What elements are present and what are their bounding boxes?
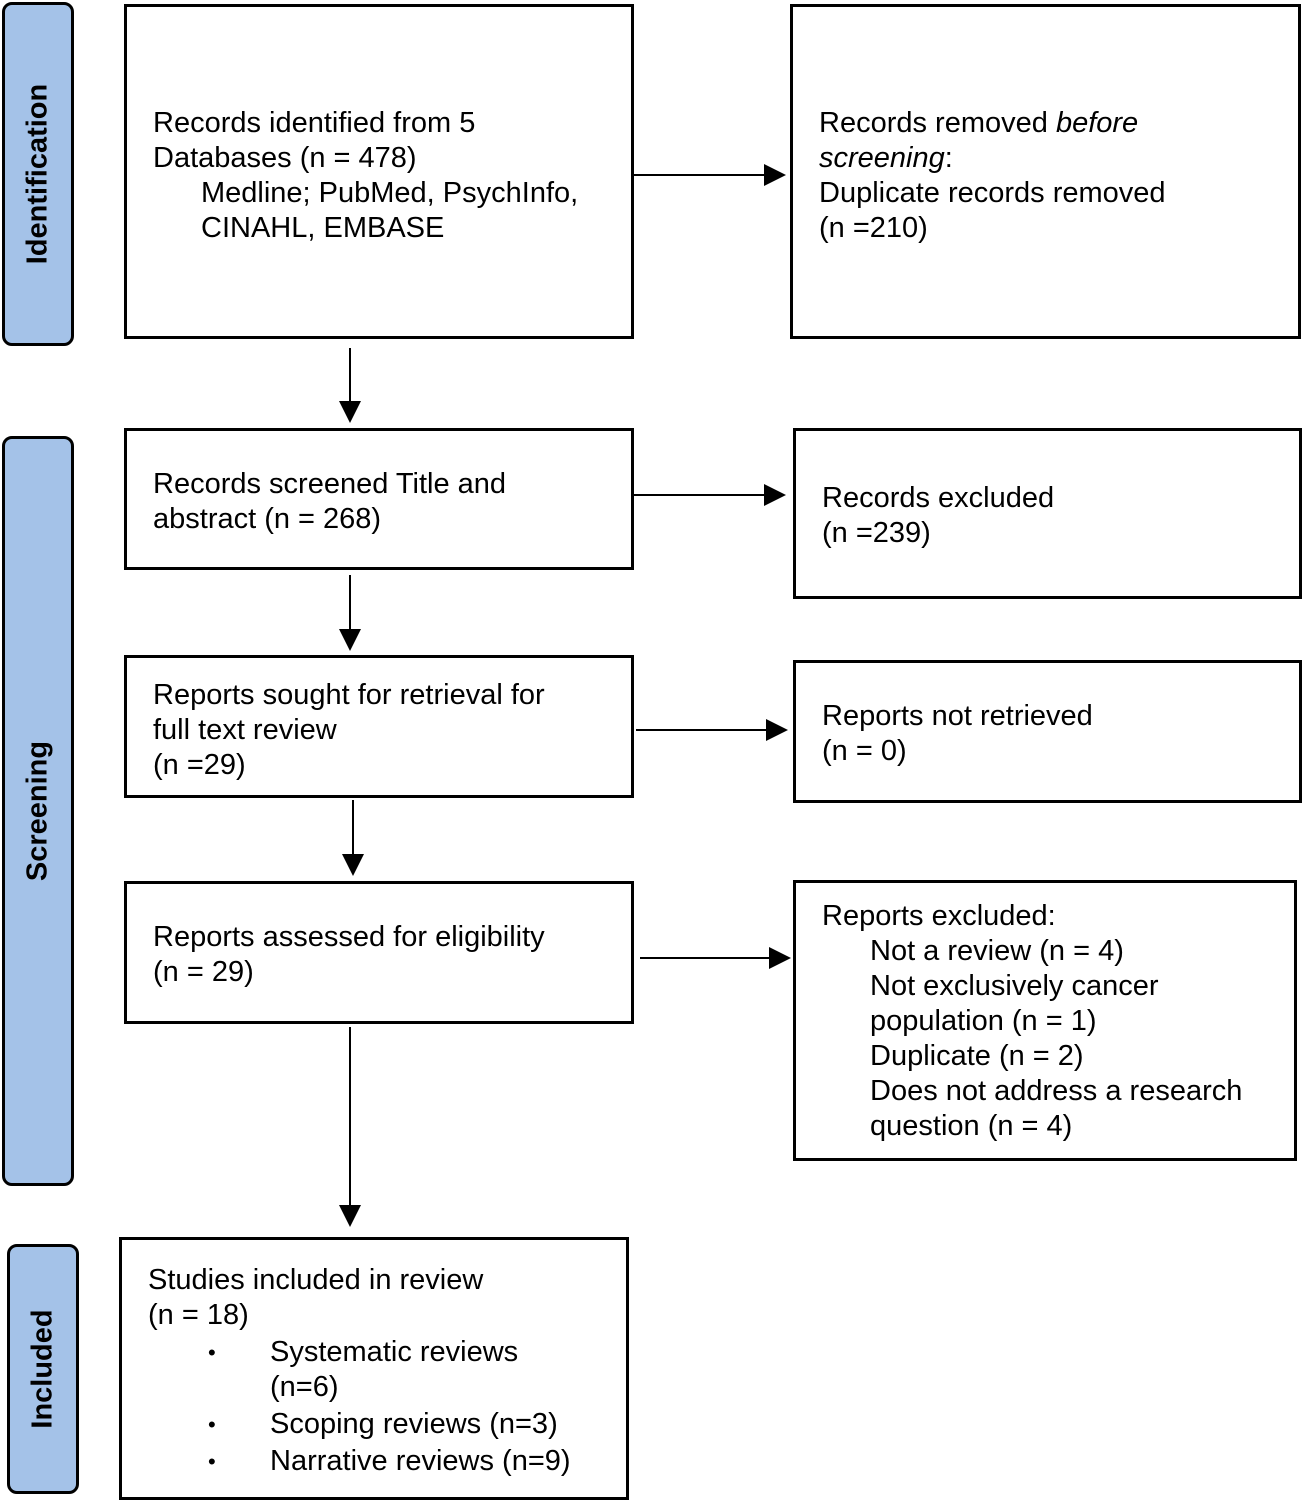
reports-assessed-line: Reports assessed for eligibility bbox=[153, 921, 545, 953]
records-excluded-box: Records excluded (n =239) bbox=[793, 428, 1302, 599]
studies-included-line: Studies included in review bbox=[148, 1264, 484, 1296]
records-screened-count: abstract (n = 268) bbox=[153, 503, 382, 535]
records-identified-box: Records identified from 5 Databases (n =… bbox=[124, 4, 634, 339]
databases-list-line: CINAHL, EMBASE bbox=[201, 212, 445, 244]
arrowhead bbox=[764, 164, 786, 186]
reports-sought-line: full text review bbox=[153, 714, 337, 746]
arrowhead bbox=[764, 484, 786, 506]
studies-included-count: (n = 18) bbox=[148, 1299, 249, 1331]
bullet-systematic-count: (n=6) bbox=[270, 1371, 339, 1403]
arrowhead bbox=[342, 854, 364, 876]
reports-sought-line: Reports sought for retrieval for bbox=[153, 679, 545, 711]
exclusion-reason: question (n = 4) bbox=[870, 1110, 1073, 1142]
phase-screening: Screening bbox=[2, 436, 74, 1186]
exclusion-reason: population (n = 1) bbox=[870, 1005, 1097, 1037]
reports-not-retrieved-count: (n = 0) bbox=[822, 735, 907, 767]
bullet-dot: • bbox=[208, 1449, 216, 1474]
records-excluded-line: Records excluded bbox=[822, 482, 1055, 514]
reports-sought-box: Reports sought for retrieval for full te… bbox=[124, 655, 634, 798]
bullet-scoping-label: Scoping reviews (n=3) bbox=[270, 1408, 558, 1440]
arrowhead bbox=[339, 401, 361, 423]
duplicate-records-count: (n =210) bbox=[819, 212, 928, 244]
reports-sought-count: (n =29) bbox=[153, 749, 246, 781]
exclusion-reason: Does not address a research bbox=[870, 1075, 1243, 1107]
reports-excluded-box: Reports excluded: Not a review (n = 4) N… bbox=[793, 880, 1297, 1161]
arrowhead bbox=[766, 719, 788, 741]
arrowhead bbox=[339, 629, 361, 651]
bullet-dot: • bbox=[208, 1340, 216, 1365]
reports-not-retrieved-box: Reports not retrieved (n = 0) bbox=[793, 660, 1302, 803]
reports-assessed-count: (n = 29) bbox=[153, 956, 254, 988]
studies-included-box: Studies included in review (n = 18) • Sy… bbox=[119, 1237, 629, 1500]
bullet-narrative-label: Narrative reviews (n=9) bbox=[270, 1445, 571, 1477]
reports-excluded-title: Reports excluded: bbox=[822, 900, 1056, 932]
arrowhead bbox=[339, 1205, 361, 1227]
bullet-narrative: • Narrative reviews (n=9) bbox=[148, 1444, 626, 1479]
records-identified-count: Databases (n = 478) bbox=[153, 142, 417, 174]
records-removed-line: Records removed before bbox=[819, 107, 1139, 139]
reports-not-retrieved-line: Reports not retrieved bbox=[822, 700, 1093, 732]
records-excluded-count: (n =239) bbox=[822, 517, 931, 549]
bullet-scoping: • Scoping reviews (n=3) bbox=[148, 1407, 626, 1442]
bullet-dot: • bbox=[208, 1412, 216, 1437]
duplicate-records-line: Duplicate records removed bbox=[819, 177, 1166, 209]
records-screened-box: Records screened Title and abstract (n =… bbox=[124, 428, 634, 570]
exclusion-reason: Duplicate (n = 2) bbox=[870, 1040, 1084, 1072]
arrowhead bbox=[769, 947, 791, 969]
exclusion-reason: Not a review (n = 4) bbox=[870, 935, 1124, 967]
records-identified-line: Records identified from 5 bbox=[153, 107, 476, 139]
phase-included: Included bbox=[7, 1244, 79, 1494]
records-removed-box: Records removed before screening: Duplic… bbox=[790, 4, 1301, 339]
bullet-systematic-label: Systematic reviews bbox=[270, 1336, 519, 1368]
bullet-systematic: • Systematic reviews (n=6) bbox=[148, 1335, 626, 1405]
records-removed-line: screening: bbox=[819, 142, 953, 174]
phase-identification: Identification bbox=[2, 2, 74, 346]
records-screened-line: Records screened Title and bbox=[153, 468, 507, 500]
exclusion-reason: Not exclusively cancer bbox=[870, 970, 1159, 1002]
reports-assessed-box: Reports assessed for eligibility (n = 29… bbox=[124, 881, 634, 1024]
databases-list-line: Medline; PubMed, PsychInfo, bbox=[201, 177, 579, 209]
